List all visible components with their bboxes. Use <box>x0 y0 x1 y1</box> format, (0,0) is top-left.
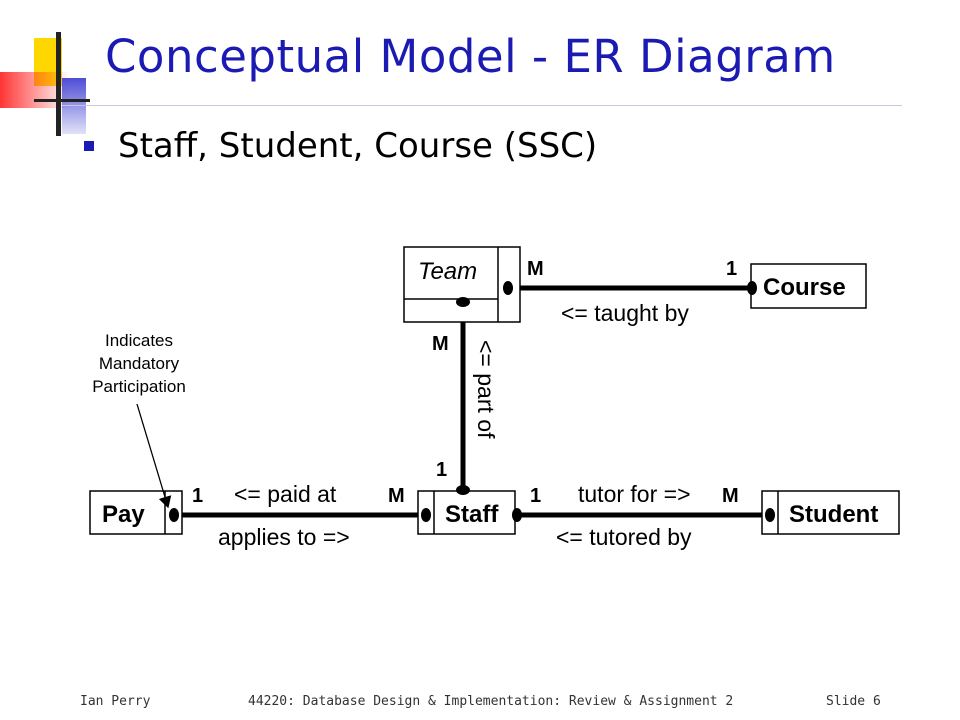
annotation-line-3: Participation <box>92 377 186 396</box>
entity-team[interactable]: Team <box>403 246 521 323</box>
footer-slide-number: Slide 6 <box>826 694 881 709</box>
rel-label-applies-to: applies to => <box>218 524 350 550</box>
dot-pay-staff-pay <box>169 508 179 522</box>
card-staff-student-student: M <box>722 485 739 507</box>
dot-team-course-team <box>503 281 513 295</box>
card-team-staff-team: M <box>432 333 449 355</box>
square-bullet-icon <box>84 141 94 151</box>
deco-vertical-line <box>56 32 61 136</box>
deco-horizontal-line <box>34 99 90 102</box>
rel-label-tutored-by: <= tutored by <box>556 524 692 550</box>
annotation-line-2: Mandatory <box>99 354 180 373</box>
rel-label-tutor-for: tutor for => <box>578 481 691 507</box>
bullet-item: Staff, Student, Course (SSC) <box>84 126 597 166</box>
slide-title: Conceptual Model - ER Diagram <box>105 30 836 83</box>
dot-team-course-course <box>747 281 757 295</box>
team-box <box>403 246 521 323</box>
rel-label-paid-at: <= paid at <box>234 481 337 507</box>
entity-course[interactable]: Course <box>750 263 867 309</box>
card-team-course-course: 1 <box>726 258 737 280</box>
bullet-text: Staff, Student, Course (SSC) <box>118 126 598 166</box>
footer-course: 44220: Database Design & Implementation:… <box>248 694 734 709</box>
student-box <box>761 490 900 535</box>
student-label: Student <box>789 501 878 528</box>
dot-pay-staff-staff <box>421 508 431 522</box>
staff-label: Staff <box>445 501 499 528</box>
course-label: Course <box>763 274 846 301</box>
course-box <box>750 263 867 309</box>
entity-staff[interactable]: Staff <box>417 490 516 535</box>
dot-staff-student-student <box>765 508 775 522</box>
annotation-line-1: Indicates <box>105 331 173 350</box>
rel-label-taught-by: <= taught by <box>561 300 689 326</box>
card-pay-staff-staff: M <box>388 485 405 507</box>
card-pay-staff-pay: 1 <box>192 485 203 507</box>
card-team-course-team: M <box>527 258 544 280</box>
title-divider <box>62 105 902 106</box>
corner-decoration <box>0 32 90 136</box>
card-team-staff-staff: 1 <box>436 459 447 481</box>
entity-pay[interactable]: Pay <box>89 490 183 535</box>
team-label: Team <box>418 258 477 285</box>
dot-team-staff-team <box>456 297 470 307</box>
footer-author: Ian Perry <box>80 694 151 709</box>
annotation-arrow <box>136 403 172 509</box>
deco-blue-block <box>62 78 86 134</box>
card-staff-student-staff: 1 <box>530 485 541 507</box>
rel-label-part-of: <= part of <box>473 340 499 439</box>
pay-label: Pay <box>102 501 145 528</box>
dot-staff-student-staff <box>512 508 522 522</box>
dot-team-staff-staff <box>456 485 470 495</box>
entity-student[interactable]: Student <box>761 490 900 535</box>
